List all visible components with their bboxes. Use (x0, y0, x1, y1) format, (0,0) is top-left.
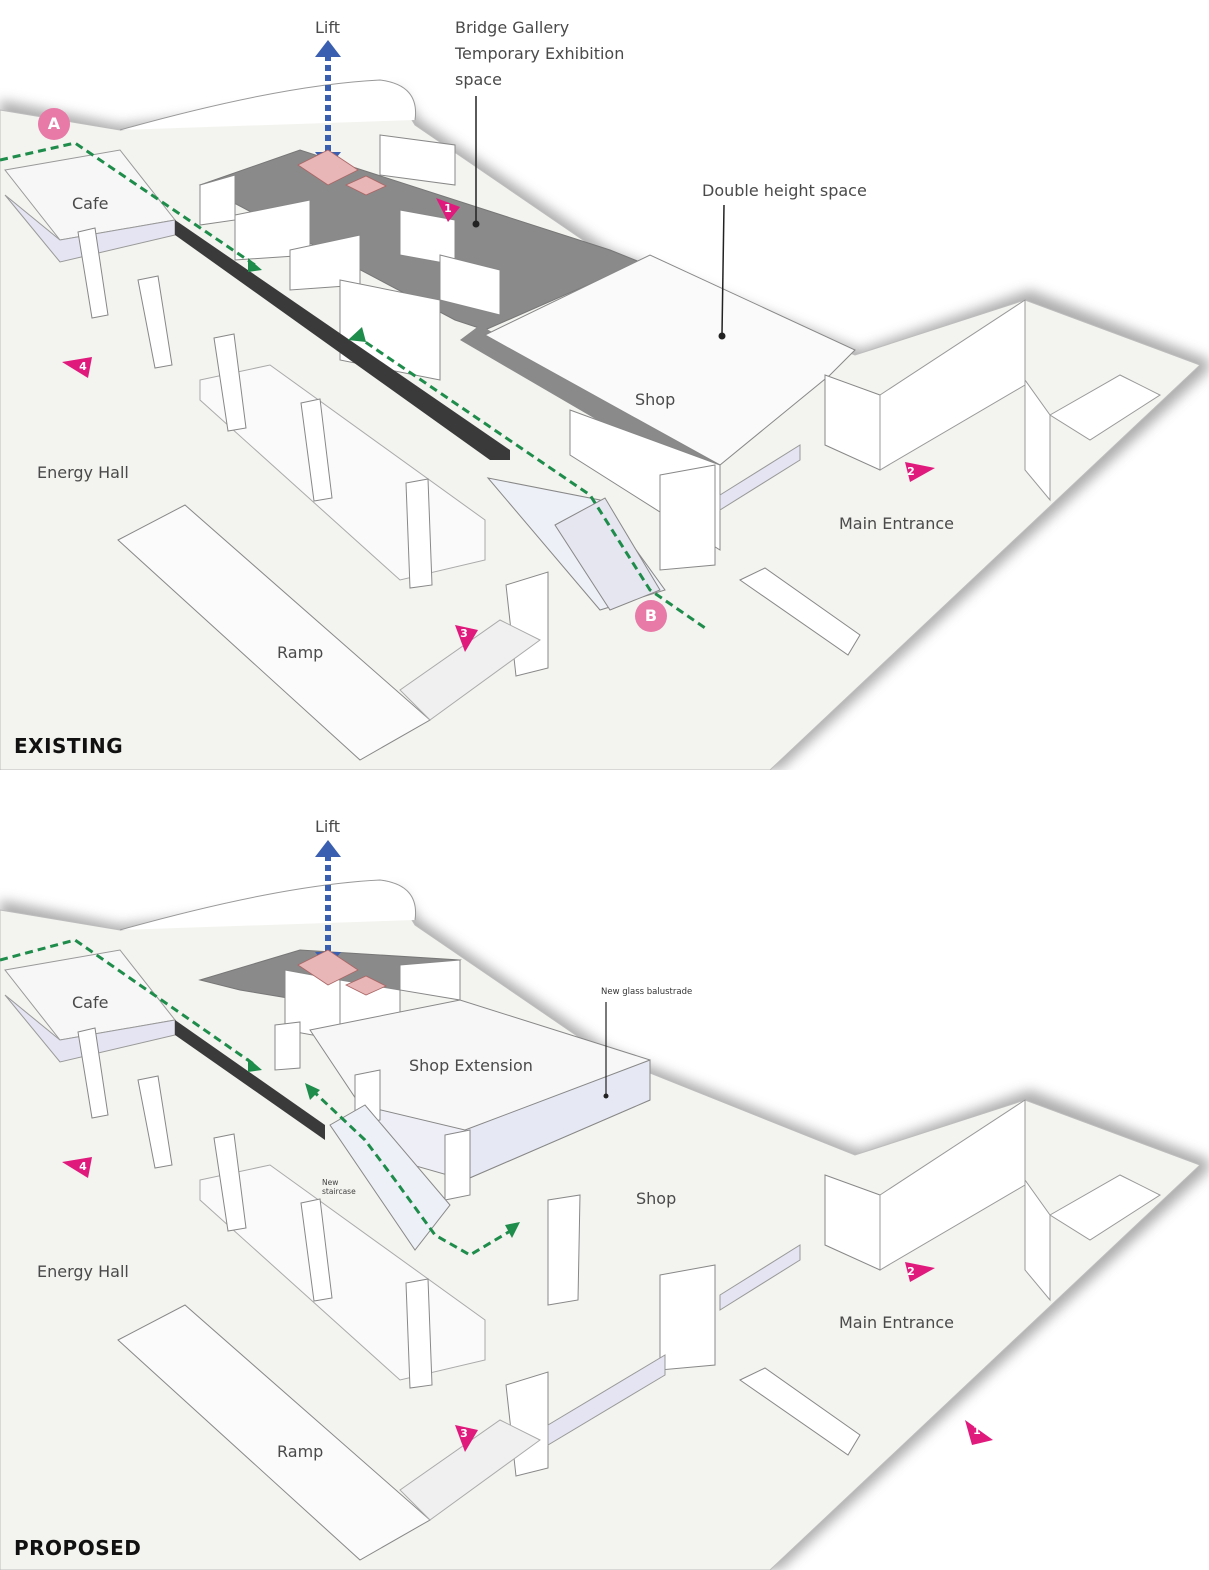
shop-label: Shop (635, 390, 676, 409)
main-entrance-label: Main Entrance (839, 1313, 954, 1332)
proposed-drawing (0, 840, 1209, 1570)
shop-area (483, 254, 856, 466)
lift-label: Lift (315, 817, 340, 836)
new-staircase (329, 1104, 451, 1251)
viewpoint-3-marker (455, 625, 478, 652)
lift-arrow (297, 840, 387, 996)
viewpoint-1-marker (436, 198, 460, 222)
energy-hall-label: Energy Hall (37, 463, 129, 482)
shop-extension-label: Shop Extension (409, 1056, 533, 1075)
bench (739, 1367, 861, 1456)
energy-hall-label: Energy Hall (37, 1262, 129, 1281)
ramp-label: Ramp (277, 643, 324, 662)
viewpoint-4-label: 4 (79, 360, 87, 373)
main-entrance-label: Main Entrance (839, 514, 954, 533)
viewpoint-1-label: 1 (444, 202, 452, 215)
viewpoint-4-marker (62, 1157, 92, 1178)
existing-panel: Lift Bridge Gallery Temporary Exhibition… (0, 0, 1209, 770)
curved-wall (119, 79, 417, 131)
shop-label: Shop (636, 1189, 677, 1208)
ramp-label: Ramp (277, 1442, 324, 1461)
cafe-label: Cafe (72, 993, 109, 1012)
new-staircase-label: New staircase (322, 1178, 356, 1196)
viewpoint-3-marker (455, 1425, 478, 1452)
curved-wall (119, 879, 417, 931)
viewpoint-3-label: 3 (460, 1427, 468, 1440)
viewpoint-4-label: 4 (79, 1160, 87, 1173)
proposed-title: PROPOSED (14, 1536, 142, 1560)
lift-arrow (297, 40, 387, 196)
viewpoint-4-marker (62, 357, 92, 378)
bench (739, 567, 861, 656)
glass-balustrade-label: New glass balustrade (601, 987, 693, 997)
cafe-label: Cafe (72, 194, 109, 213)
dark-balustrade (175, 1020, 325, 1140)
viewpoint-1-marker (965, 1420, 993, 1445)
viewpoint-2-marker (905, 1262, 935, 1282)
double-height-label: Double height space (702, 181, 867, 200)
viewpoint-2-marker (905, 462, 935, 482)
floor (0, 899, 1201, 1570)
existing-title: EXISTING (14, 734, 124, 758)
viewpoint-2-label: 2 (907, 1265, 915, 1278)
dark-balustrade (175, 220, 510, 460)
route-proposed (0, 938, 513, 1257)
lift-label: Lift (315, 18, 340, 37)
viewpoint-2-label: 2 (907, 465, 915, 478)
point-b-marker: B (635, 600, 667, 632)
bridge-gallery-label: Bridge Gallery Temporary Exhibition spac… (455, 18, 625, 89)
viewpoint-1-label: 1 (973, 1424, 981, 1437)
viewpoint-3-label: 3 (460, 627, 468, 640)
route-existing (0, 141, 709, 632)
existing-drawing (0, 40, 1209, 770)
proposed-panel: Lift New glass balustrade Cafe Shop Exte… (0, 800, 1209, 1570)
point-a-marker: A (38, 108, 70, 140)
